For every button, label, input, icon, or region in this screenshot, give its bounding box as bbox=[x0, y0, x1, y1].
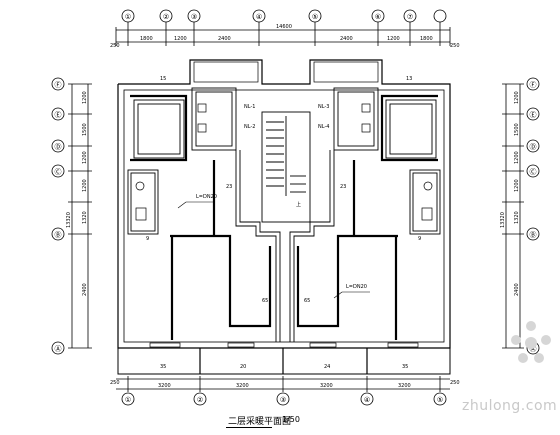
top-dim: 2400 bbox=[218, 36, 231, 42]
axis-left: Ⓓ bbox=[55, 143, 62, 151]
axis-top: ⑦ bbox=[407, 13, 413, 21]
axis-bottom: ③ bbox=[280, 396, 286, 404]
room-label: 13 bbox=[406, 76, 412, 82]
left-dim: 1320 bbox=[82, 211, 88, 224]
left-dim: 1500 bbox=[82, 123, 88, 136]
axis-top: ① bbox=[125, 13, 131, 21]
bottom-dim: 3200 bbox=[398, 383, 411, 389]
axis-left: Ⓕ bbox=[55, 81, 62, 89]
right-dim: 1200 bbox=[514, 151, 520, 164]
axis-right: Ⓕ bbox=[530, 81, 537, 89]
axis-right: Ⓑ bbox=[530, 231, 537, 239]
right-dim: 2400 bbox=[514, 283, 520, 296]
top-dim: 2400 bbox=[340, 36, 353, 42]
drawing-title: 二层采暖平面图 bbox=[228, 417, 292, 427]
overall-dim: 14600 bbox=[276, 24, 292, 30]
bottom-dim: 3200 bbox=[158, 383, 171, 389]
axis-right: Ⓒ bbox=[530, 168, 537, 176]
room-label: 35 bbox=[402, 364, 408, 370]
room-label: 15 bbox=[160, 76, 166, 82]
top-edge-dim: 250 bbox=[450, 43, 460, 49]
axis-left: Ⓔ bbox=[55, 111, 62, 119]
riser-note-right: L=DN20 bbox=[346, 284, 367, 290]
left-dim: 1200 bbox=[82, 179, 88, 192]
pipe-tag: NL-4 bbox=[318, 124, 329, 130]
stair-label: 上 bbox=[296, 201, 301, 208]
room-label: 35 bbox=[160, 364, 166, 370]
left-dim: 1200 bbox=[82, 151, 88, 164]
axis-top: ④ bbox=[256, 13, 262, 21]
pipe-tag: NL-2 bbox=[244, 124, 255, 130]
left-dim: 2400 bbox=[82, 283, 88, 296]
axis-top: ③ bbox=[191, 13, 197, 21]
axis-right: Ⓔ bbox=[530, 111, 537, 119]
bottom-dim: 3200 bbox=[236, 383, 249, 389]
room-label: 9 bbox=[418, 236, 421, 242]
right-dim: 1320 bbox=[514, 211, 520, 224]
riser-note-left: L=DN20 bbox=[196, 194, 217, 200]
right-dim: 1200 bbox=[514, 179, 520, 192]
top-dim: 1200 bbox=[387, 36, 400, 42]
pipe-tag: NL-3 bbox=[318, 104, 329, 110]
top-dim: 1800 bbox=[140, 36, 153, 42]
axis-bottom: ⑤ bbox=[437, 396, 443, 404]
drawing-scale: 1/50 bbox=[282, 415, 300, 424]
room-label: 23 bbox=[226, 184, 232, 190]
axis-top: ② bbox=[163, 13, 169, 21]
axis-top: ⑥ bbox=[375, 13, 381, 21]
axis-right: Ⓓ bbox=[530, 143, 537, 151]
room-label: 9 bbox=[146, 236, 149, 242]
top-dim: 1200 bbox=[174, 36, 187, 42]
room-label: 65 bbox=[304, 298, 310, 304]
bottom-dim: 3200 bbox=[320, 383, 333, 389]
room-label: 24 bbox=[324, 364, 330, 370]
right-total: 13320 bbox=[500, 212, 506, 228]
room-label: 65 bbox=[262, 298, 268, 304]
right-dim: 1500 bbox=[514, 123, 520, 136]
top-dim: 1800 bbox=[420, 36, 433, 42]
axis-left: Ⓐ bbox=[55, 345, 62, 353]
top-edge-dim: 250 bbox=[110, 43, 120, 49]
axis-bottom: ① bbox=[125, 396, 131, 404]
axis-right: Ⓐ bbox=[530, 345, 537, 353]
axis-bottom: ② bbox=[197, 396, 203, 404]
bottom-edge-dim: 250 bbox=[450, 380, 460, 386]
left-dim: 1200 bbox=[82, 91, 88, 104]
left-total: 13320 bbox=[66, 212, 72, 228]
room-label: 20 bbox=[240, 364, 246, 370]
axis-bottom: ④ bbox=[364, 396, 370, 404]
axis-left: Ⓑ bbox=[55, 231, 62, 239]
watermark-logo-icon bbox=[506, 318, 556, 372]
title-underline bbox=[226, 427, 272, 428]
pipe-tag: NL-1 bbox=[244, 104, 255, 110]
axis-left: Ⓒ bbox=[55, 168, 62, 176]
bottom-edge-dim: 250 bbox=[110, 380, 120, 386]
watermark-text: zhulong.com bbox=[462, 398, 558, 414]
room-label: 23 bbox=[340, 184, 346, 190]
axis-top: ⑤ bbox=[312, 13, 318, 21]
right-dim: 1200 bbox=[514, 91, 520, 104]
